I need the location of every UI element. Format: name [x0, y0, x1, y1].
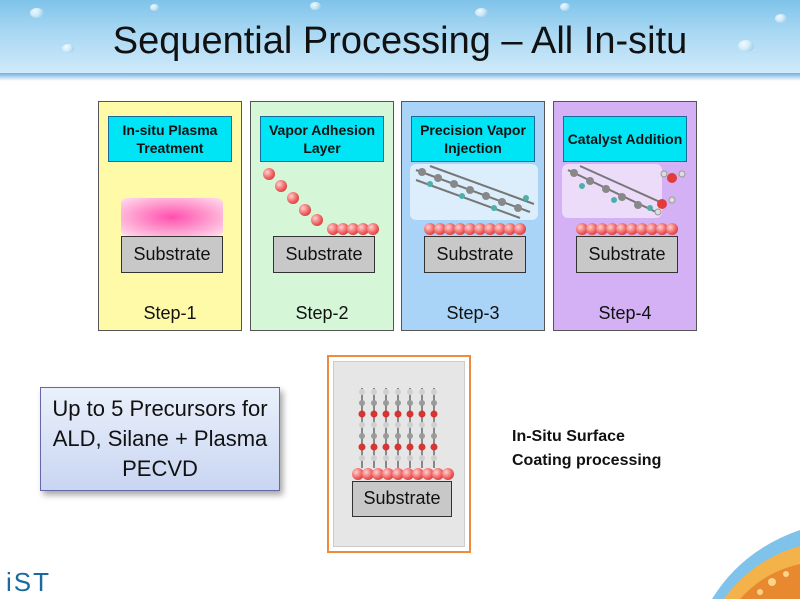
water-drop-icon [62, 44, 74, 53]
step-panel-3: Precision Vapor Injection Substrate Step… [401, 101, 545, 331]
adhesion-molecule [275, 180, 287, 192]
water-drop-icon [738, 40, 754, 52]
slide-header: Sequential Processing – All In-situ [0, 0, 800, 73]
water-drop-icon [775, 14, 787, 23]
substrate-block: Substrate [273, 236, 375, 273]
corner-wave-decoration [712, 530, 800, 599]
substrate-block: Substrate [576, 236, 678, 273]
step-label: Precision Vapor Injection [411, 116, 535, 162]
step-label: Vapor Adhesion Layer [260, 116, 384, 162]
adhesion-molecule [287, 192, 299, 204]
adhesion-molecule [299, 204, 311, 216]
precursor-molecule-icon [410, 164, 538, 220]
substrate-block: Substrate [352, 481, 452, 517]
step-number: Step-2 [295, 303, 349, 323]
water-drop-icon [475, 8, 488, 17]
monolayer-row [424, 223, 528, 235]
step-number: Step-3 [446, 303, 500, 323]
adhesion-molecule [263, 168, 275, 180]
coating-label: In-Situ Surface Coating processing [512, 428, 662, 469]
step-panel-2: Vapor Adhesion Layer Substrate Step-2 [250, 101, 394, 331]
slide-title: Sequential Processing – All In-situ [112, 20, 688, 62]
ist-logo: iST [6, 567, 51, 597]
catalyst-molecule-icon [654, 170, 686, 216]
coating-molecules-icon [358, 388, 438, 468]
step-panel-4: Catalyst Addition Substrate Step-4 [553, 101, 697, 331]
precursor-molecule-icon [562, 164, 662, 218]
step-number: Step-4 [598, 303, 652, 323]
precursors-callout: Up to 5 Precursors for ALD, Silane + Pla… [40, 387, 280, 491]
coated-substrate-figure: Substrate [327, 355, 471, 553]
step-number: Step-1 [143, 303, 197, 323]
step-label: In-situ Plasma Treatment [108, 116, 232, 162]
adhesion-molecule [311, 214, 323, 226]
monolayer-row [352, 468, 456, 480]
monolayer-row [576, 223, 680, 235]
header-divider [0, 73, 800, 81]
water-drop-icon [560, 3, 570, 11]
step-panel-1: In-situ Plasma Treatment Substrate Step-… [98, 101, 242, 331]
water-drop-icon [30, 8, 44, 18]
substrate-block: Substrate [424, 236, 526, 273]
water-drop-icon [310, 2, 321, 10]
plasma-glow [121, 198, 223, 236]
step-label: Catalyst Addition [563, 116, 687, 162]
monolayer-row [327, 223, 381, 235]
substrate-block: Substrate [121, 236, 223, 273]
water-drop-icon [150, 4, 159, 11]
